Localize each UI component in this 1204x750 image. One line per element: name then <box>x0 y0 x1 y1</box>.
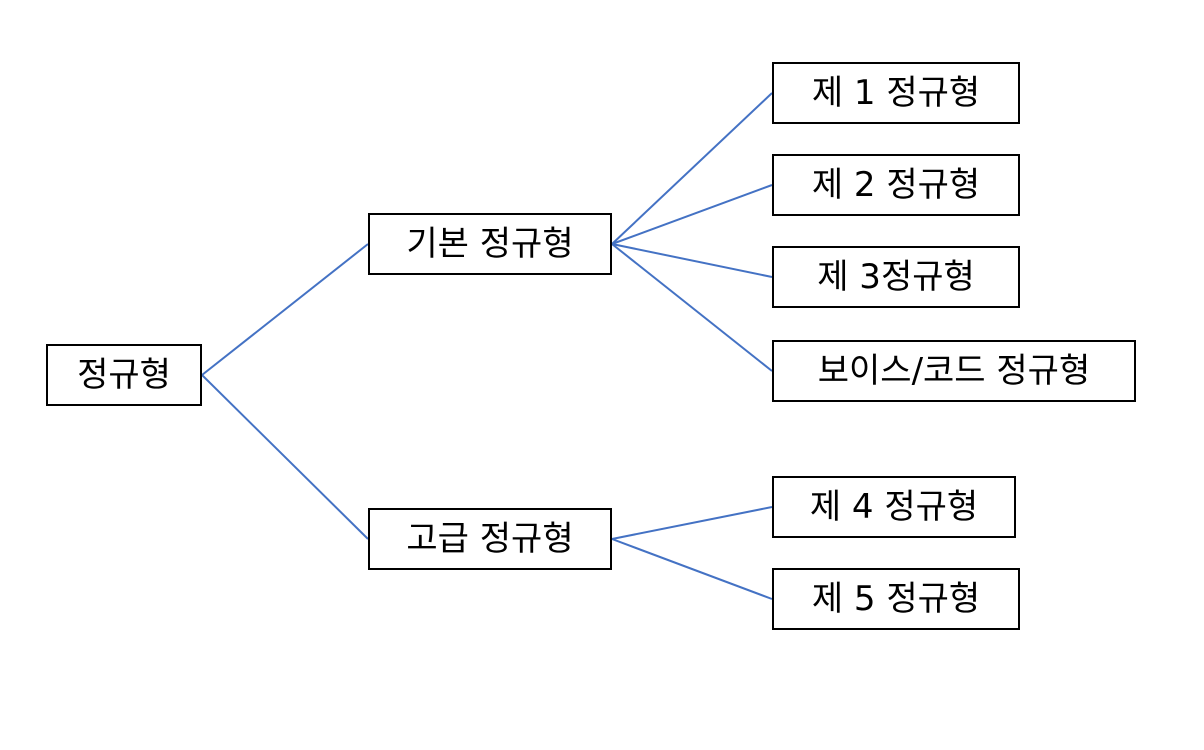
connector-advanced-fifth <box>611 538 773 600</box>
node-basic-normal-form: 기본 정규형 <box>368 213 612 275</box>
node-advanced-normal-form: 고급 정규형 <box>368 508 612 570</box>
connector-basic-second <box>611 184 773 245</box>
node-boyce-codd-normal-form: 보이스/코드 정규형 <box>772 340 1136 402</box>
connector-advanced-fourth <box>611 506 773 540</box>
node-first-normal-form: 제 1 정규형 <box>772 62 1020 124</box>
connector-basic-third <box>611 243 773 278</box>
connector-basic-first <box>611 92 773 245</box>
connector-root-basic <box>201 243 369 376</box>
connector-basic-boyce_codd <box>611 243 773 372</box>
connector-root-advanced <box>201 374 369 540</box>
node-third-normal-form: 제 3정규형 <box>772 246 1020 308</box>
node-normal-form: 정규형 <box>46 344 202 406</box>
node-fifth-normal-form: 제 5 정규형 <box>772 568 1020 630</box>
node-second-normal-form: 제 2 정규형 <box>772 154 1020 216</box>
node-fourth-normal-form: 제 4 정규형 <box>772 476 1016 538</box>
